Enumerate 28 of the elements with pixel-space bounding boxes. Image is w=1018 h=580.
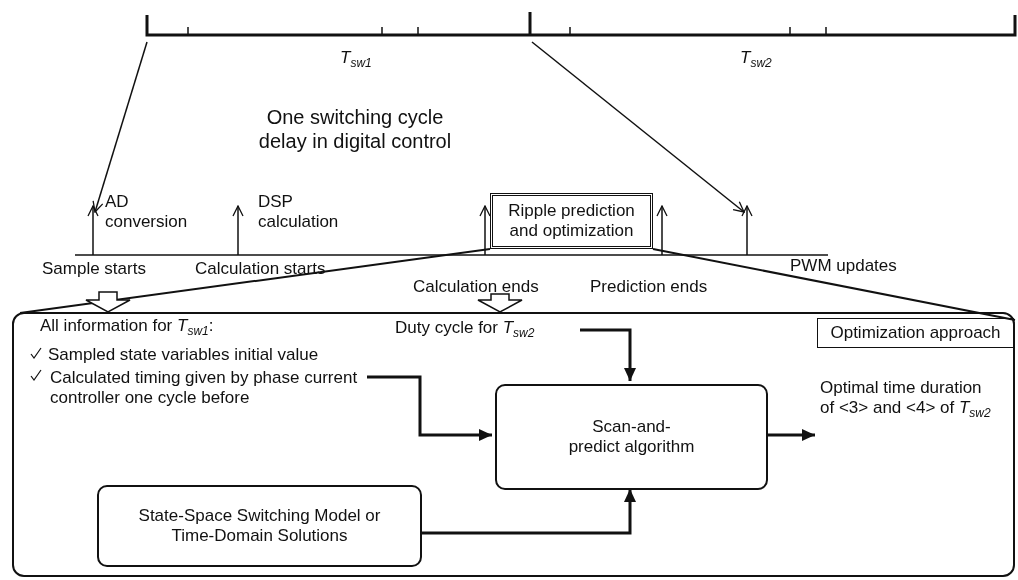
arrow — [367, 375, 492, 441]
process-box: Scan-and-predict algorithm — [495, 384, 768, 490]
input-label: Duty cycle for T$_{sw2}$ — [395, 318, 580, 342]
title-box: Optimization approach — [817, 318, 1014, 348]
arrow — [767, 429, 815, 441]
zoom-line — [652, 248, 1016, 321]
event-label: AD conversion — [105, 192, 189, 232]
period-label: T$_{sw1}$ — [340, 48, 372, 73]
process-box: Ripple prediction and optimization — [490, 193, 653, 249]
event-label: Prediction ends — [590, 277, 708, 297]
zoom-line — [19, 248, 491, 314]
model-box: State-Space Switching Model or Time-Domain Solutions — [97, 485, 422, 567]
event-label: DSP calculation — [258, 192, 340, 232]
heading: All information for T$_{sw1}$: — [40, 316, 214, 341]
event-label: Sample starts — [42, 259, 146, 279]
block-arrow — [85, 291, 131, 313]
event-label: PWM updates — [790, 256, 897, 276]
event-label: Calculation ends — [413, 277, 539, 297]
panel-box — [12, 312, 1015, 577]
event-label: Calculation starts — [195, 259, 326, 279]
period-label: T$_{sw2}$ — [740, 48, 772, 73]
list-item: Calculated timing given by phase current controller one cycle before — [50, 368, 368, 410]
block-arrow — [477, 293, 523, 313]
arrow — [580, 328, 636, 381]
heading: One switching cycle delay in digital control — [257, 105, 453, 153]
output-label: Optimal time duration of <3> and <4> of T$_{sw2}$ — [820, 378, 1000, 422]
list-item: Sampled state variables initial value — [48, 345, 319, 365]
arrow — [421, 489, 636, 535]
